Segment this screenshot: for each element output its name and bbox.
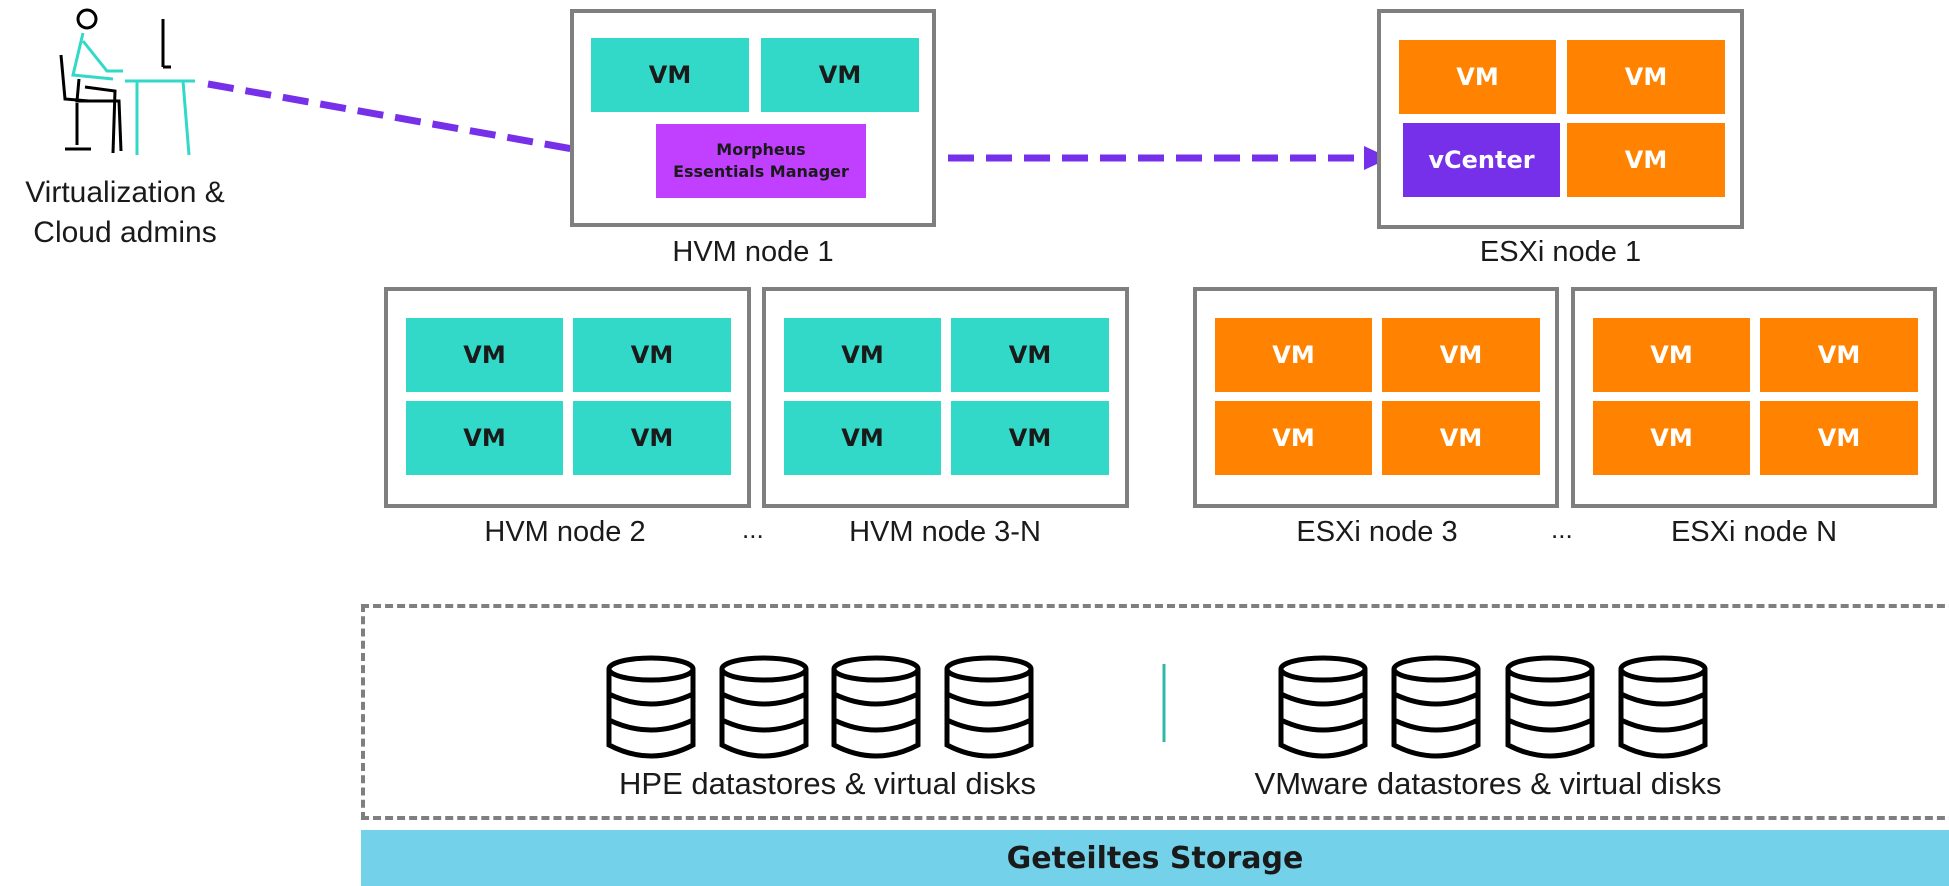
admin-label: Virtualization & Cloud admins [0,173,250,253]
hpe-datastores-label: HPE datastores & virtual disks [619,766,1036,801]
hvm-node-3-vm: VM [951,318,1109,392]
vcenter-box: vCenter [1403,123,1560,197]
hvm-node-2-vm: VM [406,318,563,392]
hvm-node-2-vm: VM [573,318,731,392]
hvm-node-3-vm: VM [784,401,941,475]
hvm-node-2: VM VM VM VM [384,287,751,508]
admin-label-line2: Cloud admins [33,216,217,249]
vmware-datastore-icon [1394,658,1478,756]
esxi-node-n: VM VM VM VM [1571,287,1937,508]
esxi-node-n-label: ESXi node N [1670,516,1838,548]
esxi-node-3-vm: VM [1382,318,1540,392]
admin-person-icon [59,8,195,156]
hpe-datastore-icon [834,658,918,756]
manager-line1: Morpheus [716,140,806,159]
esxi-node-3-label: ESXi node 3 [1296,516,1458,548]
hvm-node-2-label: HVM node 2 [484,516,646,548]
esxi-node-n-vm: VM [1760,318,1918,392]
esxi-node-1-label: ESXi node 1 [1479,236,1642,268]
esxi-node-n-vm: VM [1593,318,1750,392]
hvm-node-1-label: HVM node 1 [672,236,834,268]
hpe-datastore-icon [609,658,693,756]
shared-storage-label: Geteiltes Storage [1006,840,1304,876]
esxi-nodes-ellipsis: ... [1551,514,1573,544]
hvm-node-1-vm: VM [761,38,919,112]
esxi-node-3-vm: VM [1382,401,1540,475]
esxi-node-3: VM VM VM VM [1193,287,1559,508]
admin-to-manager-arrow [207,80,613,160]
esxi-node-1-vm: VM [1567,123,1725,197]
hvm-node-3-n-label: HVM node 3-N [849,516,1041,548]
vmware-datastore-icon [1621,658,1705,756]
admin-label-line1: Virtualization & [25,176,225,209]
hvm-node-2-vm: VM [406,401,563,475]
hvm-node-3-vm: VM [784,318,941,392]
hvm-node-3-vm: VM [951,401,1109,475]
hvm-node-1-vm: VM [591,38,749,112]
esxi-node-3-vm: VM [1215,401,1372,475]
esxi-node-n-vm: VM [1593,401,1750,475]
esxi-node-1: VM VM vCenter VM [1377,9,1744,229]
hpe-datastore-icon [947,658,1031,756]
vmware-datastore-icon [1281,658,1365,756]
hvm-nodes-ellipsis: ... [742,514,764,544]
storage-frame [361,604,1949,820]
hvm-node-1: VM VM Morpheus Essentials Manager [570,9,936,227]
manager-line2: Essentials Manager [673,162,849,181]
vmware-datastore-icon [1508,658,1592,756]
hvm-node-2-vm: VM [573,401,731,475]
esxi-node-1-vm: VM [1567,40,1725,114]
esxi-node-1-vm: VM [1399,40,1556,114]
esxi-node-n-vm: VM [1760,401,1918,475]
hvm-node-3-n: VM VM VM VM [762,287,1129,508]
esxi-node-3-vm: VM [1215,318,1372,392]
hpe-datastore-icon [722,658,806,756]
vmware-datastores-label: VMware datastores & virtual disks [1254,766,1722,801]
morpheus-essentials-manager: Morpheus Essentials Manager [656,124,866,198]
shared-storage-bar: Geteiltes Storage [361,830,1949,886]
